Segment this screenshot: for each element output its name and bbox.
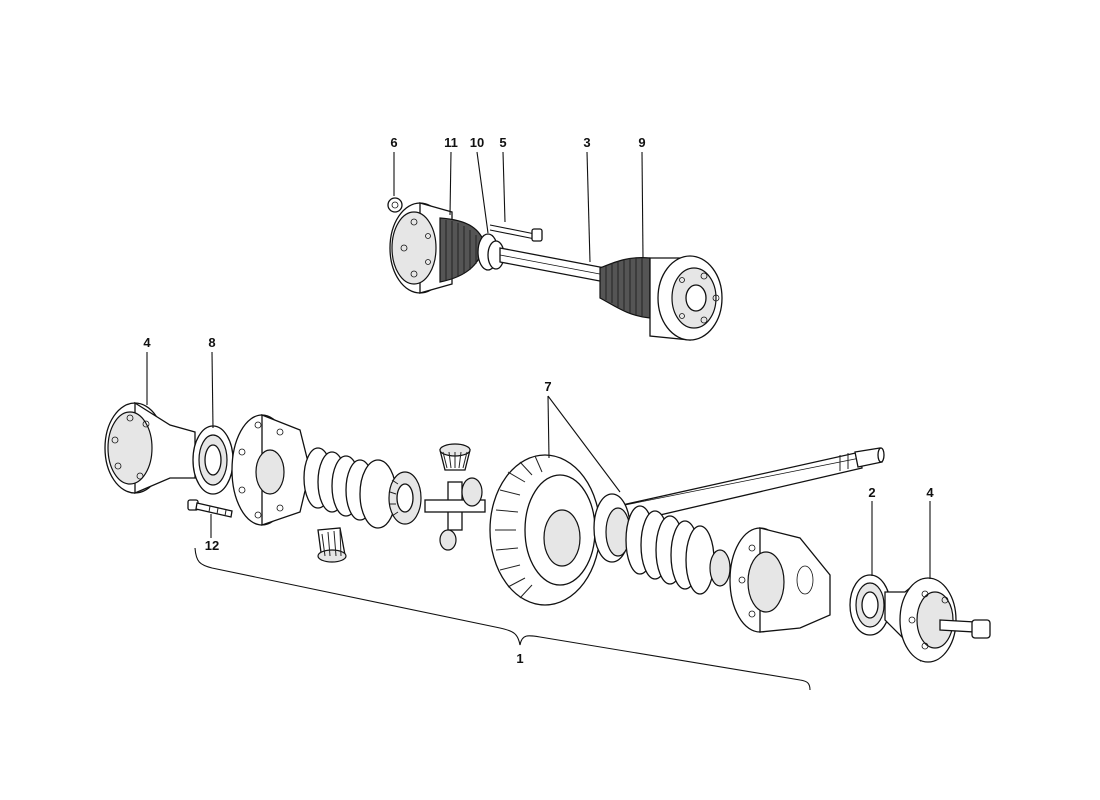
drive-shaft-assembly <box>387 197 723 341</box>
callout-labels: 6 11 10 5 3 9 4 8 7 12 2 4 1 <box>143 135 934 666</box>
output-flange-right <box>884 577 957 663</box>
callout-9: 9 <box>638 135 645 150</box>
side-gear-right <box>593 493 631 563</box>
callout-11: 11 <box>444 135 458 150</box>
flange-bolt <box>939 619 991 639</box>
callout-3: 3 <box>583 135 590 150</box>
callout-2: 2 <box>868 485 875 500</box>
nut <box>387 197 403 213</box>
callout-1: 1 <box>516 651 523 666</box>
differential-assembly <box>104 401 991 691</box>
rubber-boot-right <box>599 257 651 319</box>
pinion-shaft <box>599 447 885 529</box>
bolt <box>489 224 543 242</box>
callout-7: 7 <box>544 379 551 394</box>
group-bracket <box>194 547 811 691</box>
differential-cross-shaft <box>424 477 486 551</box>
pinion-gear-bottom <box>317 527 347 563</box>
side-gear-left <box>388 471 422 525</box>
bearing-left <box>192 425 234 495</box>
clutch-plates-left <box>303 447 397 529</box>
bearing-right <box>849 574 891 636</box>
callout-8: 8 <box>208 335 215 350</box>
callout-12: 12 <box>205 538 219 553</box>
leader-lines <box>146 151 931 579</box>
differential-housing-left <box>231 414 311 526</box>
callout-4-right: 4 <box>926 485 934 500</box>
callout-5: 5 <box>499 135 506 150</box>
ring-gear <box>489 454 601 606</box>
cv-joint-housing-right <box>649 255 723 341</box>
callout-10: 10 <box>470 135 484 150</box>
housing-bolt <box>187 499 233 518</box>
output-flange-left <box>104 401 196 494</box>
callout-6: 6 <box>390 135 397 150</box>
differential-housing-right <box>729 527 831 633</box>
clutch-plates-right <box>625 505 731 595</box>
rubber-boot-left <box>439 217 505 283</box>
pinion-gear-top <box>439 443 471 471</box>
callout-4-left: 4 <box>143 335 151 350</box>
